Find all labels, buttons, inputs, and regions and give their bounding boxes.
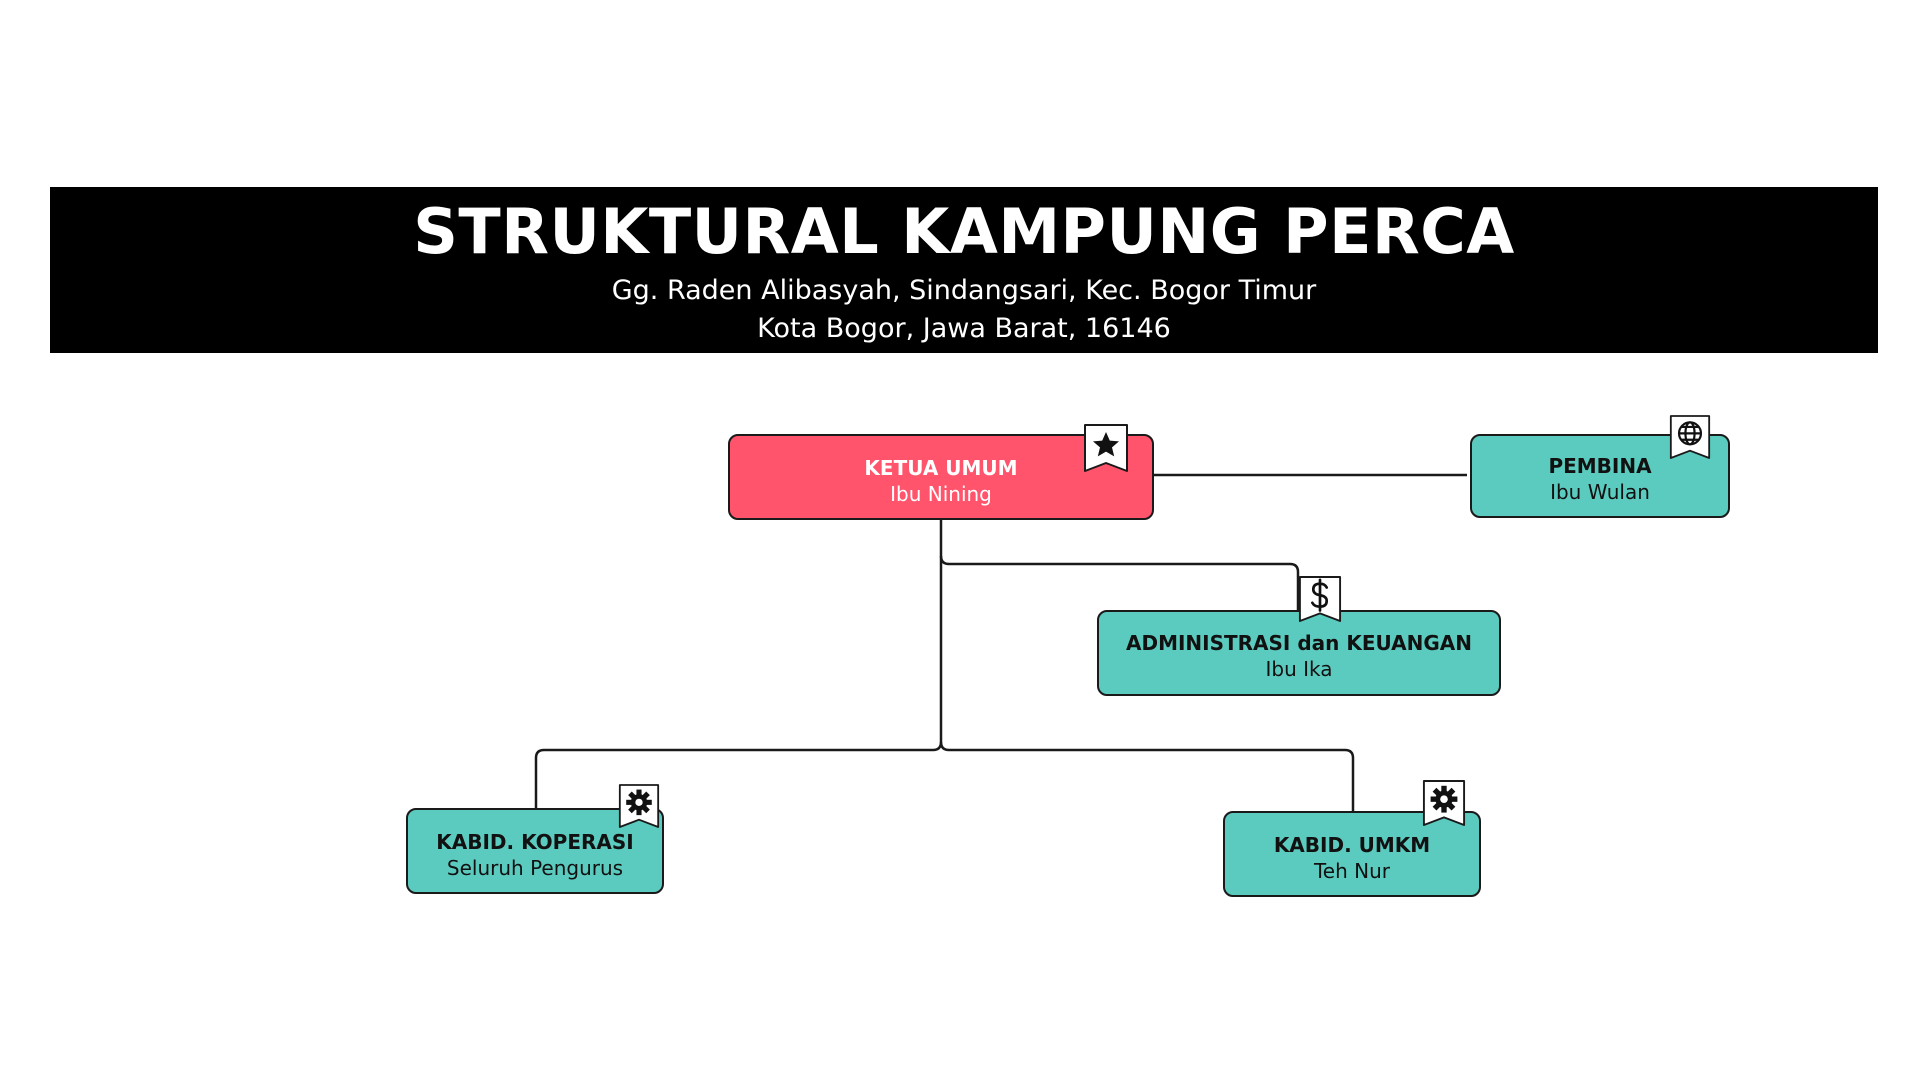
connector-ketua-admin xyxy=(939,555,1300,610)
address-line-1: Gg. Raden Alibasyah, Sindangsari, Kec. B… xyxy=(611,275,1317,306)
node-person: Ibu Ika xyxy=(1265,657,1333,681)
node-role: KETUA UMUM xyxy=(864,456,1018,480)
connector-ketua-koperasi xyxy=(534,741,943,808)
node-kabid-umkm: KABID. UMKM Teh Nur xyxy=(1223,811,1481,897)
address-line-2: Kota Bogor, Jawa Barat, 16146 xyxy=(757,313,1171,344)
node-role: KABID. UMKM xyxy=(1273,833,1431,857)
node-person: Seluruh Pengurus xyxy=(446,856,624,880)
node-person: Ibu Wulan xyxy=(1550,480,1650,504)
connector-ketua-umkm xyxy=(939,741,1355,811)
node-ketua-umum: KETUA UMUM Ibu Nining xyxy=(728,434,1154,520)
node-role: ADMINISTRASI dan KEUANGAN xyxy=(1126,631,1472,655)
page-title: STRUKTURAL KAMPUNG PERCA xyxy=(413,195,1515,268)
header-banner: STRUKTURAL KAMPUNG PERCA Gg. Raden Aliba… xyxy=(50,187,1878,353)
node-person: Ibu Nining xyxy=(890,482,992,506)
star-icon xyxy=(1084,424,1128,472)
gear-icon xyxy=(618,784,660,828)
globe-icon xyxy=(1669,415,1711,459)
dollar-icon xyxy=(1298,576,1342,622)
node-person: Teh Nur xyxy=(1313,859,1390,883)
gear-icon xyxy=(1422,780,1466,826)
node-role: KABID. KOPERASI xyxy=(436,830,634,854)
node-administrasi-keuangan: ADMINISTRASI dan KEUANGAN Ibu Ika xyxy=(1097,610,1501,696)
node-role: PEMBINA xyxy=(1548,454,1652,478)
